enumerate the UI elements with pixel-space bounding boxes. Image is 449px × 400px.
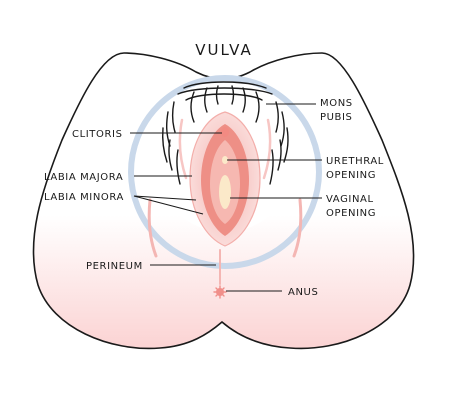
label-labia-minora: LABIA MINORA	[44, 192, 124, 203]
anus-shape	[214, 286, 226, 298]
label-vaginal-opening: OPENING	[326, 208, 376, 219]
label-mons: MONS	[320, 98, 353, 109]
label-clitoris: CLITORIS	[72, 129, 123, 140]
label-pubis: PUBIS	[320, 112, 353, 123]
vaginal-opening-shape	[219, 175, 231, 209]
label-perineum: PERINEUM	[86, 261, 143, 272]
label-anus: ANUS	[288, 287, 318, 298]
label-labia-majora: LABIA MAJORA	[44, 172, 123, 183]
label-urethral-opening: OPENING	[326, 170, 376, 181]
diagram-title: VULVA	[195, 41, 253, 59]
label-urethral: URETHRAL	[326, 156, 384, 167]
clitoris-shape	[221, 127, 229, 137]
label-vaginal: VAGINAL	[326, 194, 374, 205]
